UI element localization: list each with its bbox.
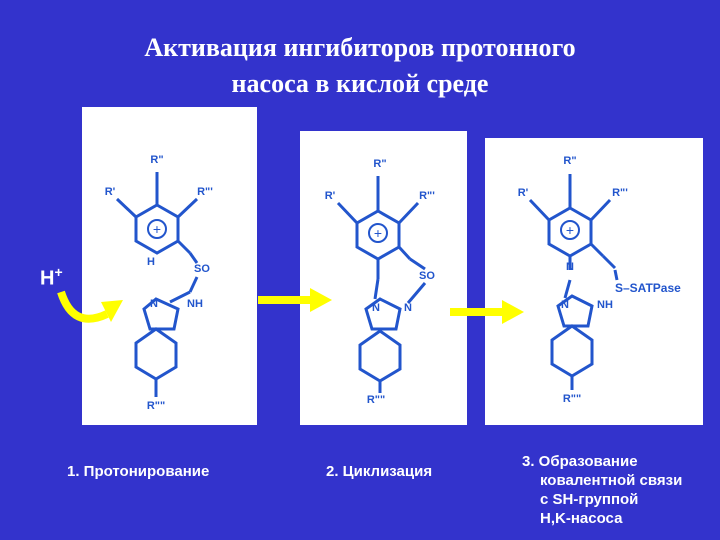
label-so: SO xyxy=(194,263,210,275)
label-s-satpase: S–SATPase xyxy=(615,281,681,295)
label-n: N xyxy=(150,298,158,310)
label-r-top: R" xyxy=(563,155,576,167)
positive-charge-icon xyxy=(368,223,388,243)
svg-text:+: + xyxy=(374,225,382,241)
structure-panel-covalent-bond: + R" R' R"' N S–SATPase N NH R"" xyxy=(485,138,703,425)
structure-panel-cyclization: + R" R' R"' SO N N R"" xyxy=(300,131,467,425)
structure-panel-protonation: + R" R' R"' H SO N NH R"" xyxy=(82,107,257,425)
caption-step-1: 1. Протонирование xyxy=(67,463,210,480)
caption-step-3-line-1: 3. Образование xyxy=(522,453,638,470)
covalent-complex-diagram: + R" R' R"' N S–SATPase N NH R"" xyxy=(518,155,681,405)
caption-step-2: 2. Циклизация xyxy=(326,463,433,480)
svg-text:+: + xyxy=(153,221,161,237)
label-n: N xyxy=(372,302,380,314)
caption-step-3-line-2: ковалентной связи xyxy=(540,472,683,489)
label-r-left: R' xyxy=(518,187,529,199)
label-r-right: R"' xyxy=(612,187,628,199)
arrow-right-icon-2 xyxy=(450,300,524,324)
label-n-ring: N xyxy=(566,261,574,273)
label-r-top: R" xyxy=(373,158,386,170)
arrow-right-icon-1 xyxy=(258,288,332,312)
positive-charge-icon xyxy=(560,220,580,240)
title-line-1: Активация ингибиторов протонного xyxy=(144,33,576,62)
caption-step-3-line-3: с SH-группой xyxy=(540,491,639,508)
title-line-2: насоса в кислой среде xyxy=(231,69,489,98)
caption-step-3: 3. Образование ковалентной связи с SH-гр… xyxy=(522,452,682,528)
label-n-2: N xyxy=(404,302,412,314)
label-nh: NH xyxy=(597,299,613,311)
label-h: H xyxy=(147,256,155,268)
label-nh: NH xyxy=(187,298,203,310)
label-r-left: R' xyxy=(325,190,336,202)
label-r-bottom: R"" xyxy=(367,394,385,406)
label-so: SO xyxy=(419,270,435,282)
cyclized-molecule-diagram: + R" R' R"' SO N N R"" xyxy=(325,158,436,406)
label-r-top: R" xyxy=(150,154,163,166)
label-r-bottom: R"" xyxy=(147,400,165,412)
proton-curved-arrow-icon xyxy=(57,290,123,323)
protonated-molecule-diagram: + R" R' R"' H SO N NH R"" xyxy=(105,154,214,412)
label-r-left: R' xyxy=(105,186,116,198)
svg-text:+: + xyxy=(566,222,574,238)
label-r-right: R"' xyxy=(197,186,213,198)
label-r-right: R"' xyxy=(419,190,435,202)
caption-step-3-line-4: H,K-насоса xyxy=(540,510,623,527)
label-n: N xyxy=(561,299,569,311)
positive-charge-icon xyxy=(147,219,167,239)
proton-label: H+ xyxy=(40,264,63,290)
label-r-bottom: R"" xyxy=(563,393,581,405)
slide-title: Активация ингибиторов протонного насоса … xyxy=(0,30,720,102)
